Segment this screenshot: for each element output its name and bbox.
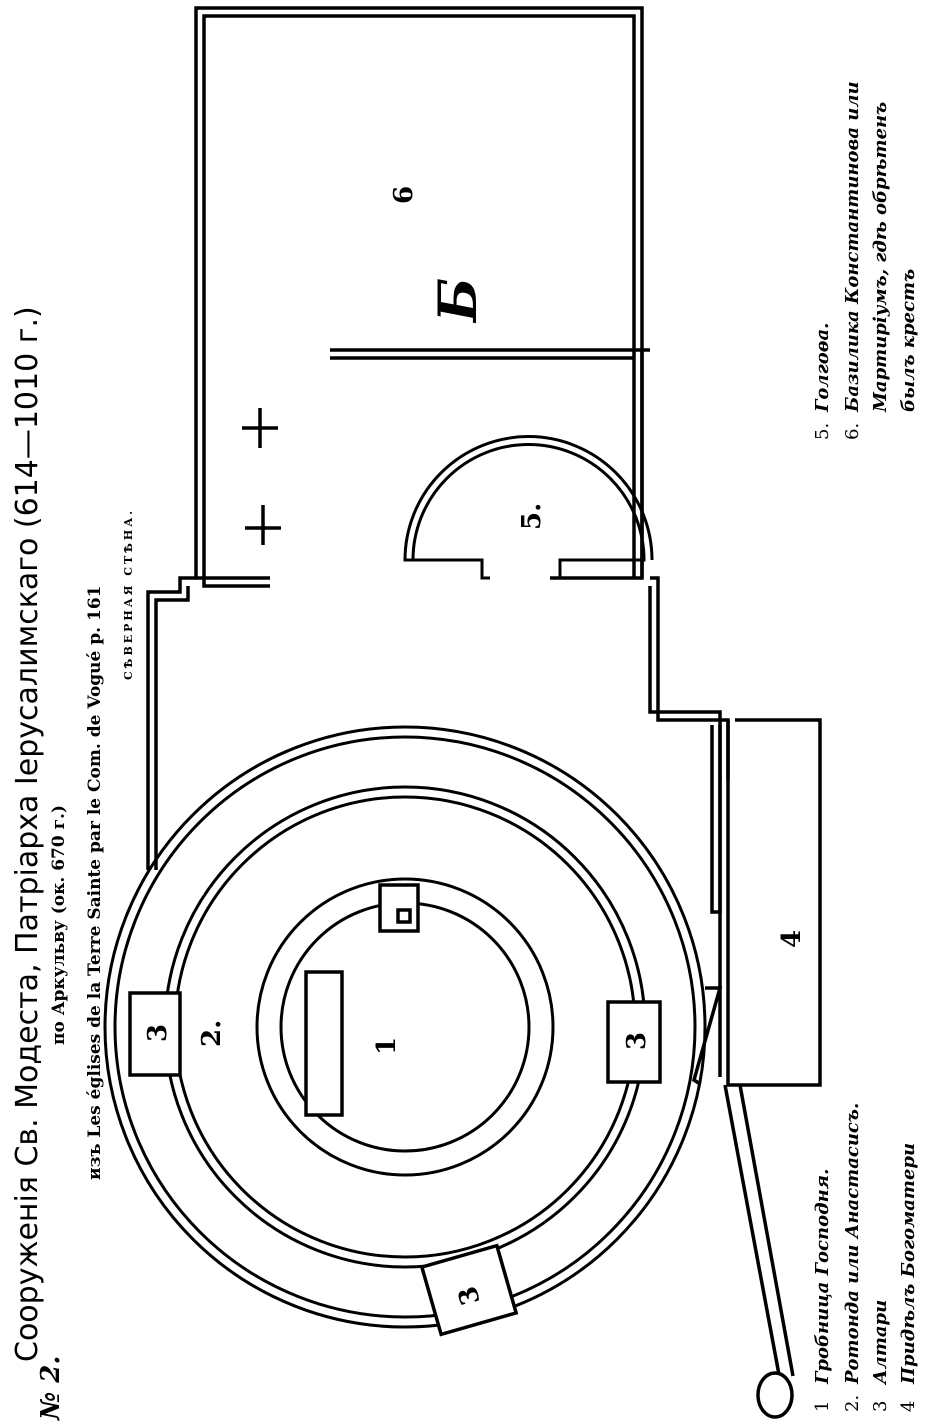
legend-text: Голгоѳа. <box>812 322 833 412</box>
corridor <box>723 1084 795 1381</box>
basilica-partition <box>330 348 650 578</box>
court-east-wall <box>650 576 735 1087</box>
legend-num: 4 <box>898 1400 919 1412</box>
legend-item-1: 1 Гробница Господня. <box>812 1169 833 1412</box>
legend-num: 1 <box>812 1400 833 1412</box>
legend-item-6-cont2: былъ крестъ <box>898 269 919 440</box>
legend-text: Мартиріумъ, гдѣ обрѣтенъ <box>870 101 891 412</box>
rotunda-outer-ring <box>103 725 707 1329</box>
legend-item-3: 3 Алтари <box>870 1300 891 1412</box>
corridor-end-circle <box>756 1371 794 1419</box>
legend-item-5: 5. Голгоѳа. <box>812 323 833 440</box>
court-west-wall-inner <box>154 586 190 870</box>
rotunda-inner-ring <box>255 877 555 1177</box>
legend-text: былъ крестъ <box>898 268 919 412</box>
chapel-entry-wall <box>691 986 723 1086</box>
basilica-inner-wall <box>202 14 636 588</box>
label-altar-east: 3 <box>622 1032 652 1050</box>
legend-text: Ротонда или Анастасисъ. <box>842 1102 863 1384</box>
label-altar-west: 3 <box>143 1024 173 1042</box>
cross-2 <box>242 408 278 448</box>
court-west-wall <box>146 576 196 870</box>
chapel-walls <box>710 718 822 1087</box>
north-wall-caption: СѢВЕРНАЯ СТѢНА. <box>122 507 135 680</box>
legend-num: 6. <box>842 422 863 440</box>
legend-item-2: 2. Ротонда или Анастасисъ. <box>842 1103 863 1412</box>
legend-item-4: 4 Придѣлъ Богоматери <box>898 1143 919 1412</box>
altar-south <box>419 1243 519 1337</box>
tomb-slab <box>304 970 344 1117</box>
inner-ring-entrance <box>378 883 420 933</box>
label-basilica: 6 <box>389 186 419 204</box>
golgotha-apse-inner <box>411 443 646 578</box>
rotunda-outer-ring-inner <box>113 735 697 1319</box>
golgotha-apse-outer <box>403 435 654 580</box>
legend-item-6-cont: Мартиріумъ, гдѣ обрѣтенъ <box>870 102 891 440</box>
rotunda-middle-ring-inner <box>173 795 637 1259</box>
page-title: Сооруженія Св. Модеста, Патріарха Іеруса… <box>10 306 45 1362</box>
legend-text: Алтари <box>870 1299 891 1384</box>
figure-number: № 2. <box>36 1355 66 1420</box>
altar-west <box>128 991 182 1077</box>
subtitle-arculf: по Аркульву (ок. 670 г.) <box>49 804 69 1045</box>
legend-num: 3 <box>870 1400 891 1412</box>
basilica-outer-wall <box>194 6 644 580</box>
legend-num: 2. <box>842 1394 863 1412</box>
altar-east <box>606 1000 662 1084</box>
legend-text: Гробница Господня. <box>812 1168 833 1384</box>
label-tomb: 1 <box>372 1037 402 1055</box>
cross-1 <box>245 505 281 545</box>
inner-ring-niche <box>396 908 412 924</box>
legend-num: 5. <box>812 422 833 440</box>
basilica-letter: Б <box>428 277 489 322</box>
subtitle-vogue: изъ Les églises de la Terre Sainte par l… <box>85 585 105 1181</box>
label-chapel: 4 <box>777 930 807 948</box>
legend-item-6: 6. Базилика Константинова или <box>842 81 863 440</box>
legend-text: Базилика Константинова или <box>842 81 863 412</box>
rotunda-middle-ring <box>163 785 647 1269</box>
label-rotunda: 2. <box>197 1020 227 1047</box>
label-golgotha: 5. <box>517 503 547 530</box>
legend-text: Придѣлъ Богоматери <box>898 1142 919 1384</box>
